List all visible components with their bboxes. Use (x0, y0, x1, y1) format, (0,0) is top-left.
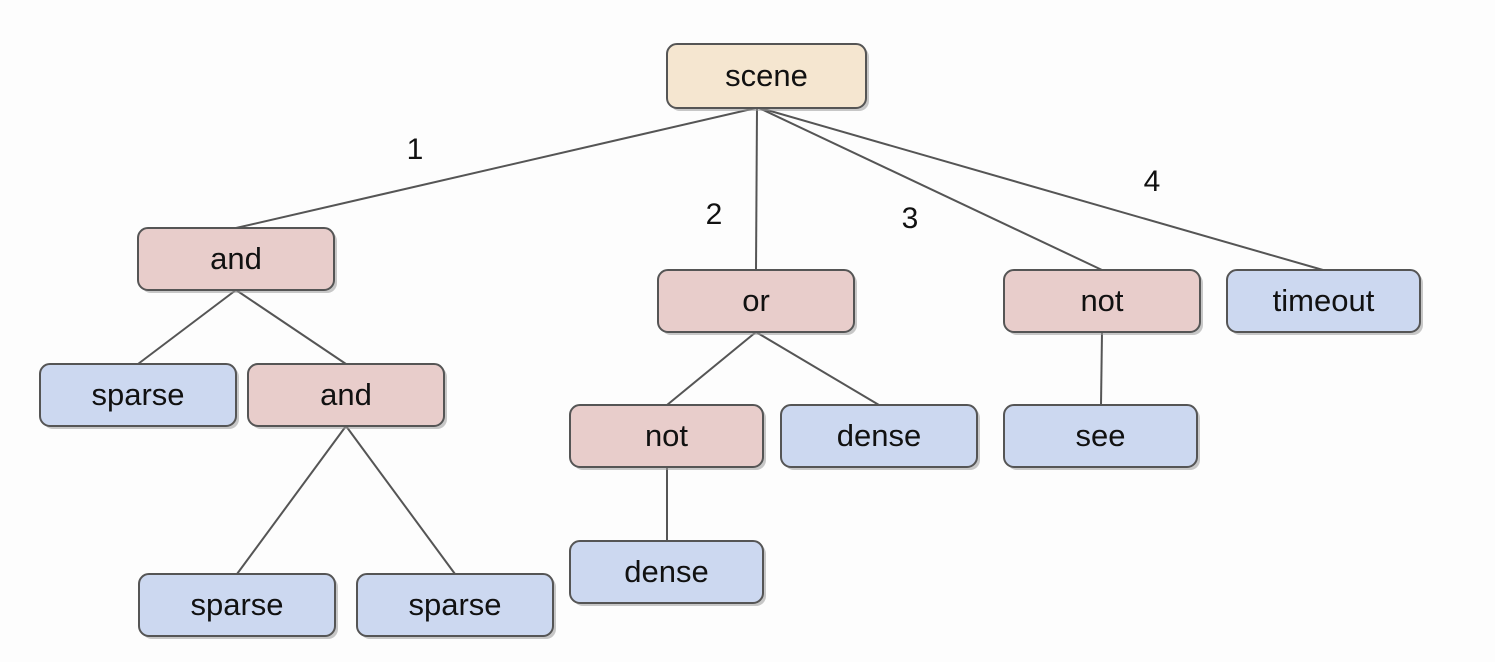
node-label-and1: and (210, 241, 262, 276)
tree-edge-scene-to-and1 (235, 107, 757, 229)
edge-label-4: 4 (1144, 165, 1161, 198)
node-box-and1[interactable] (137, 227, 335, 291)
node-label-or1: or (742, 283, 770, 318)
tree-node-and2[interactable]: and (247, 363, 447, 429)
node-box-and2[interactable] (247, 363, 445, 427)
tree-node-sparse2[interactable]: sparse (138, 573, 338, 639)
node-box-timeout1[interactable] (1226, 269, 1421, 333)
node-label-see1: see (1076, 418, 1126, 453)
tree-node-dense2[interactable]: dense (569, 540, 766, 606)
node-label-not1: not (1080, 283, 1123, 318)
node-box-not2[interactable] (569, 404, 764, 468)
tree-node-timeout1[interactable]: timeout (1226, 269, 1423, 335)
tree-node-and1[interactable]: and (137, 227, 337, 293)
tree-node-not2[interactable]: not (569, 404, 766, 470)
tree-edge-scene-to-not1 (758, 107, 1103, 271)
node-box-sparse1[interactable] (39, 363, 237, 427)
tree-node-not1[interactable]: not (1003, 269, 1203, 335)
node-box-not1[interactable] (1003, 269, 1201, 333)
edge-label-3: 3 (902, 202, 919, 235)
edges-layer (137, 107, 1324, 575)
tree-edge-not1-to-see1 (1100, 331, 1103, 406)
node-label-dense2: dense (624, 554, 708, 589)
edge-labels-layer: 1 2 3 4 (407, 133, 1161, 235)
tree-node-scene[interactable]: scene (666, 43, 869, 111)
tree-node-sparse3[interactable]: sparse (356, 573, 556, 639)
node-label-sparse2: sparse (190, 587, 283, 622)
node-label-dense1: dense (837, 418, 921, 453)
node-label-and2: and (320, 377, 372, 412)
node-box-dense2[interactable] (569, 540, 764, 604)
tree-node-see1[interactable]: see (1003, 404, 1200, 470)
tree-node-sparse1[interactable]: sparse (39, 363, 239, 429)
edge-label-2: 2 (706, 198, 723, 231)
tree-edge-and2-to-sparse2 (236, 425, 347, 575)
tree-edge-and2-to-sparse3 (345, 425, 456, 575)
node-box-scene[interactable] (666, 43, 867, 109)
node-label-not2: not (645, 418, 688, 453)
node-box-sparse2[interactable] (138, 573, 336, 637)
tree-edge-and1-to-sparse1 (137, 289, 237, 365)
edge-label-1: 1 (407, 133, 424, 166)
node-box-sparse3[interactable] (356, 573, 554, 637)
tree-node-dense1[interactable]: dense (780, 404, 980, 470)
tree-node-or1[interactable]: or (657, 269, 857, 335)
tree-edge-or1-to-not2 (666, 331, 757, 406)
node-label-sparse3: sparse (408, 587, 501, 622)
node-label-timeout1: timeout (1273, 283, 1375, 318)
node-label-scene: scene (725, 58, 808, 93)
node-box-dense1[interactable] (780, 404, 978, 468)
tree-edge-or1-to-dense1 (755, 331, 880, 406)
tree-edge-scene-to-or1 (755, 107, 758, 271)
node-box-see1[interactable] (1003, 404, 1198, 468)
node-box-or1[interactable] (657, 269, 855, 333)
tree-edge-and1-to-and2 (235, 289, 347, 365)
node-label-sparse1: sparse (91, 377, 184, 412)
nodes-layer: scene and or not timeout sparse and not dense see… (39, 43, 1423, 639)
tree-edge-scene-to-timeout1 (759, 107, 1324, 271)
